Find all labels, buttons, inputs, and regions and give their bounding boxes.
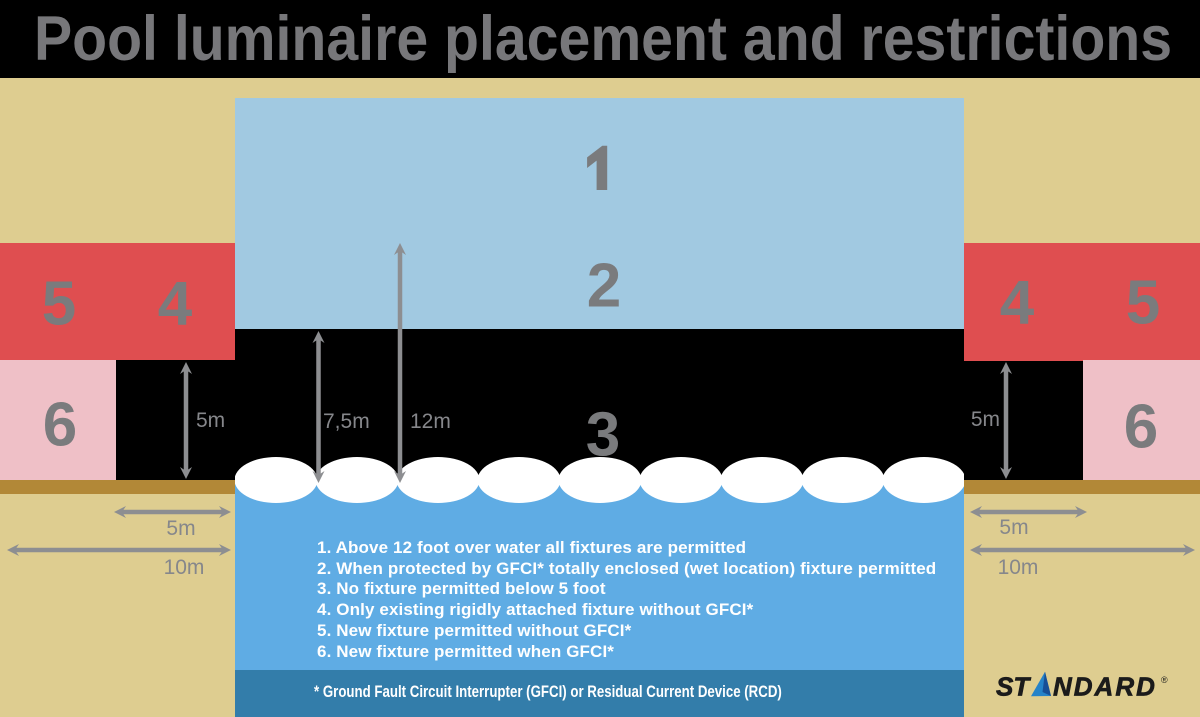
svg-text:®: ®: [1161, 675, 1168, 685]
svg-text:ST: ST: [996, 672, 1031, 702]
svg-text:NDARD: NDARD: [1053, 672, 1157, 702]
